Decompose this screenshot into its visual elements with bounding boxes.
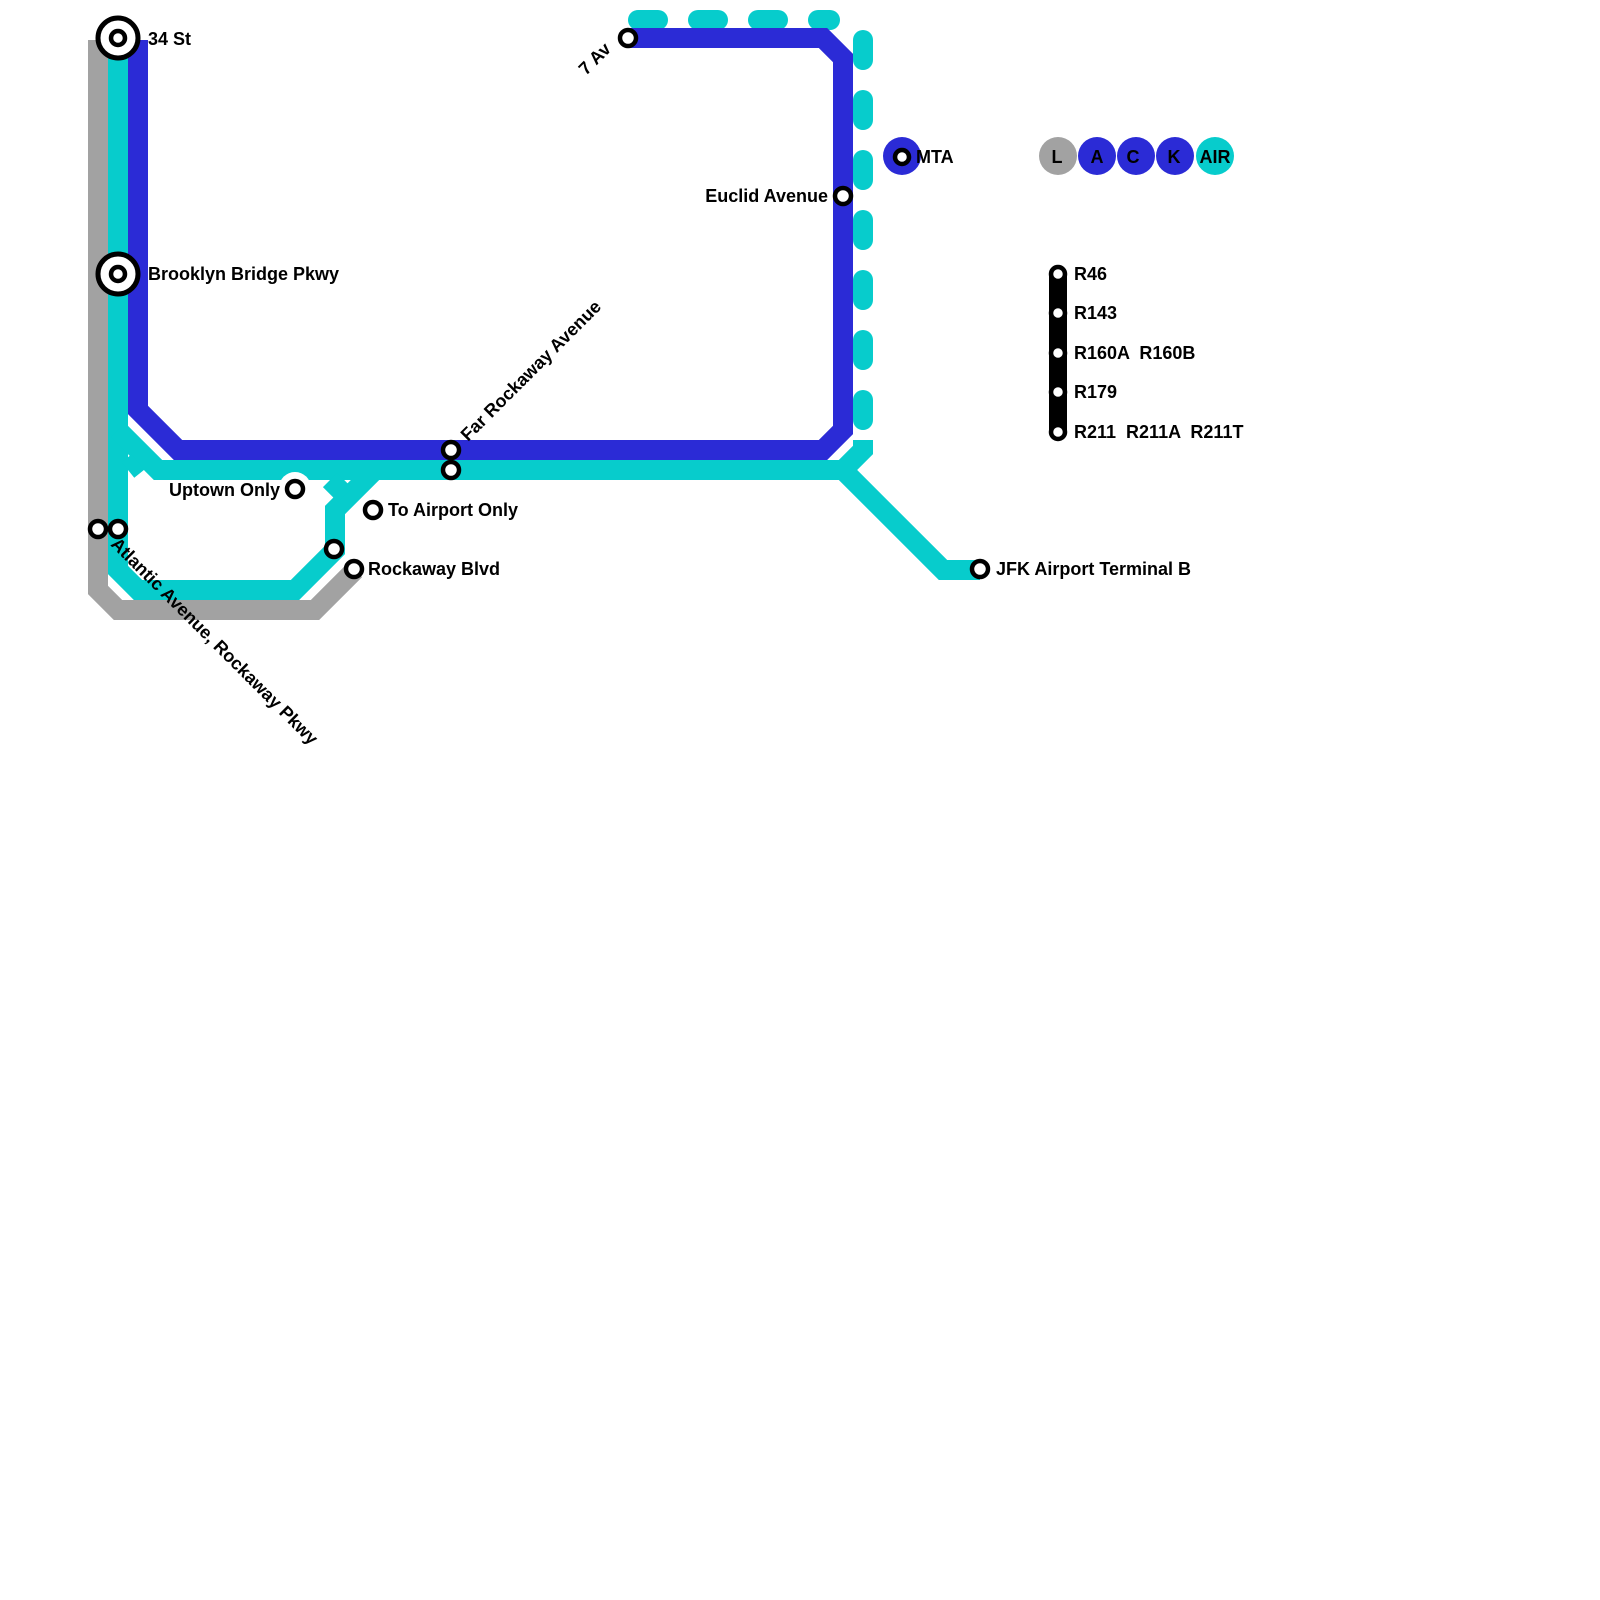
station-rockaway-blvd[interactable]: Rockaway Blvd — [323, 538, 500, 580]
line-air-main[interactable] — [110, 422, 980, 580]
station-jfk[interactable]: JFK Airport Terminal B — [969, 558, 1191, 580]
station-label: 34 St — [148, 29, 191, 49]
line-air-spur[interactable] — [121, 454, 353, 503]
station-label: To Airport Only — [388, 500, 518, 520]
fleet-label: R143 — [1074, 303, 1117, 323]
fleet-label: R46 — [1074, 264, 1107, 284]
line-badge-label: K — [1168, 147, 1181, 167]
line-legend: L A C K AIR — [1039, 137, 1234, 175]
station-to-airport[interactable]: To Airport Only — [362, 499, 518, 521]
station-label: Brooklyn Bridge Pkwy — [148, 264, 339, 284]
fleet-label: R211 R211A R211T — [1074, 422, 1243, 442]
station-7-av[interactable]: 7 Av — [575, 27, 639, 79]
station-label: Far Rockaway Avenue — [457, 297, 605, 445]
line-badge-a[interactable] — [1078, 137, 1116, 175]
station-34-st[interactable]: 34 St — [95, 15, 191, 61]
operator-label: MTA — [916, 147, 954, 167]
line-badge-label: L — [1052, 147, 1063, 167]
line-l[interactable] — [88, 40, 363, 620]
line-badge-label: C — [1127, 147, 1140, 167]
fleet-legend: R46 R143 R160A R160B R179 R211 R211A R21… — [1048, 264, 1243, 442]
station-atlantic[interactable]: Atlantic Avenue, Rockaway Pkwy — [87, 518, 322, 749]
line-badge-air[interactable] — [1196, 137, 1234, 175]
line-badge-label: A — [1091, 147, 1104, 167]
station-label: Atlantic Avenue, Rockaway Pkwy — [107, 534, 322, 749]
station-euclid[interactable]: Euclid Avenue — [705, 185, 854, 207]
station-label: Rockaway Blvd — [368, 559, 500, 579]
line-badge-c[interactable] — [1117, 137, 1155, 175]
line-air[interactable] — [108, 40, 381, 600]
operator-badge: MTA — [883, 137, 954, 175]
station-label: 7 Av — [575, 39, 615, 79]
line-badge-label: AIR — [1200, 147, 1231, 167]
station-label: JFK Airport Terminal B — [996, 559, 1191, 579]
line-badge-l[interactable] — [1039, 137, 1077, 175]
fleet-label: R160A R160B — [1074, 343, 1195, 363]
station-uptown-only[interactable]: Uptown Only — [169, 472, 311, 504]
line-ack[interactable] — [128, 28, 853, 460]
fleet-label: R179 — [1074, 382, 1117, 402]
line-air-dashed[interactable] — [628, 10, 873, 430]
line-badge-k[interactable] — [1156, 137, 1194, 175]
station-label: Euclid Avenue — [705, 186, 828, 206]
station-brooklyn-bridge[interactable]: Brooklyn Bridge Pkwy — [95, 251, 339, 297]
station-label: Uptown Only — [169, 480, 280, 500]
